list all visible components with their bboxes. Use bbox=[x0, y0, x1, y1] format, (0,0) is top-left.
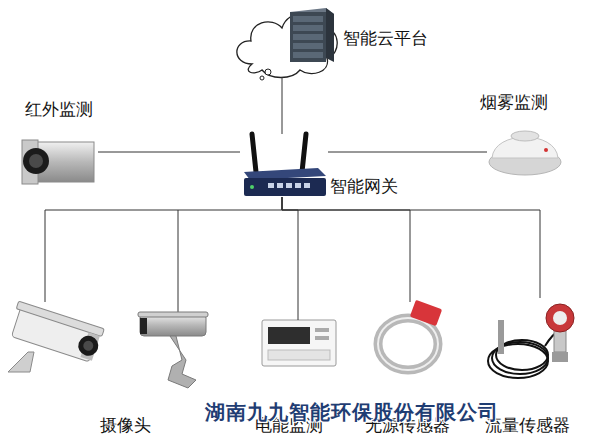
transmitter-neck bbox=[554, 330, 566, 352]
detector-led bbox=[544, 148, 548, 152]
router-port bbox=[304, 183, 310, 188]
sensor-ring bbox=[378, 318, 438, 370]
infrared-camera-icon bbox=[22, 140, 94, 184]
camera-lens bbox=[76, 333, 101, 358]
cloud-outline bbox=[237, 13, 337, 78]
smoke-detector-icon bbox=[489, 131, 561, 175]
camera-lens-inner bbox=[29, 154, 43, 168]
router-port bbox=[286, 183, 292, 188]
camera-lens-inner bbox=[82, 340, 95, 353]
router-antenna bbox=[252, 134, 256, 172]
router-icon bbox=[244, 134, 326, 196]
node-label: 智能网关 bbox=[330, 176, 398, 196]
power-meter-node: 电能监测 bbox=[262, 320, 336, 366]
flow-sensor-node: 流量传感器 bbox=[488, 298, 584, 392]
transmitter-fitting bbox=[552, 352, 568, 362]
server-slot bbox=[293, 16, 323, 22]
camera-lens bbox=[140, 318, 147, 334]
detector-top bbox=[511, 131, 539, 141]
flow-sensor-icon bbox=[488, 304, 574, 378]
node-label: 红外监测 bbox=[25, 99, 93, 119]
meter-button bbox=[315, 328, 329, 332]
transmitter-display bbox=[553, 311, 567, 325]
router-port bbox=[295, 183, 301, 188]
gateway-node: 智能网关 bbox=[240, 134, 328, 197]
router-port bbox=[268, 183, 274, 188]
watermark: 湖南九九智能环保股份有限公司 bbox=[205, 401, 499, 423]
camera-lens bbox=[23, 148, 49, 174]
connector-line bbox=[98, 152, 240, 153]
transmitter-head bbox=[546, 304, 574, 332]
passive-sensor-node: 无源传感器 bbox=[372, 302, 448, 376]
bus-wire bbox=[178, 210, 179, 312]
meter-terminals bbox=[268, 350, 330, 360]
connector-line bbox=[282, 197, 540, 298]
node-label: 摄像头 bbox=[100, 415, 151, 435]
sensor-block bbox=[410, 300, 442, 326]
meter-button bbox=[315, 336, 329, 340]
server-slot bbox=[293, 52, 323, 58]
router-body bbox=[244, 178, 326, 196]
sensor-cable bbox=[488, 344, 548, 378]
camera-hood bbox=[16, 301, 104, 336]
server-slot bbox=[293, 43, 323, 49]
node-label: 烟雾监测 bbox=[480, 92, 548, 112]
meter-screen bbox=[268, 327, 310, 344]
router-antenna bbox=[302, 134, 306, 172]
connector-line bbox=[45, 197, 282, 302]
sensor-probe bbox=[498, 320, 504, 354]
meter-body bbox=[262, 320, 336, 366]
connector-line bbox=[282, 77, 283, 134]
node-label: 智能云平台 bbox=[343, 28, 428, 48]
server-side bbox=[326, 8, 334, 62]
connector-line bbox=[328, 152, 487, 153]
server-front bbox=[290, 12, 326, 62]
box-camera-icon bbox=[8, 301, 105, 372]
cloud-bubble bbox=[260, 76, 264, 80]
server-slot bbox=[293, 34, 323, 40]
camera-hood bbox=[138, 312, 208, 317]
infrared-node: 红外监测 bbox=[18, 136, 98, 186]
camera-bracket bbox=[168, 336, 196, 388]
cloud-bubble bbox=[265, 69, 271, 75]
connector-line bbox=[282, 197, 410, 302]
connector-line bbox=[282, 197, 298, 320]
cloud-platform-node: 智能云平台 bbox=[238, 6, 335, 77]
passive-sensor-icon bbox=[378, 300, 442, 370]
router-port bbox=[277, 183, 283, 188]
router-led bbox=[250, 185, 254, 189]
smoke-node: 烟雾监测 bbox=[487, 124, 563, 178]
bullet-camera-icon bbox=[138, 312, 208, 388]
power-meter-icon bbox=[262, 320, 336, 366]
camera-node: 摄像头 bbox=[4, 302, 216, 394]
camera-mount bbox=[8, 352, 34, 372]
sensor-ring-shine bbox=[378, 318, 438, 370]
cloud-icon bbox=[237, 8, 337, 80]
server-slot bbox=[293, 25, 323, 31]
